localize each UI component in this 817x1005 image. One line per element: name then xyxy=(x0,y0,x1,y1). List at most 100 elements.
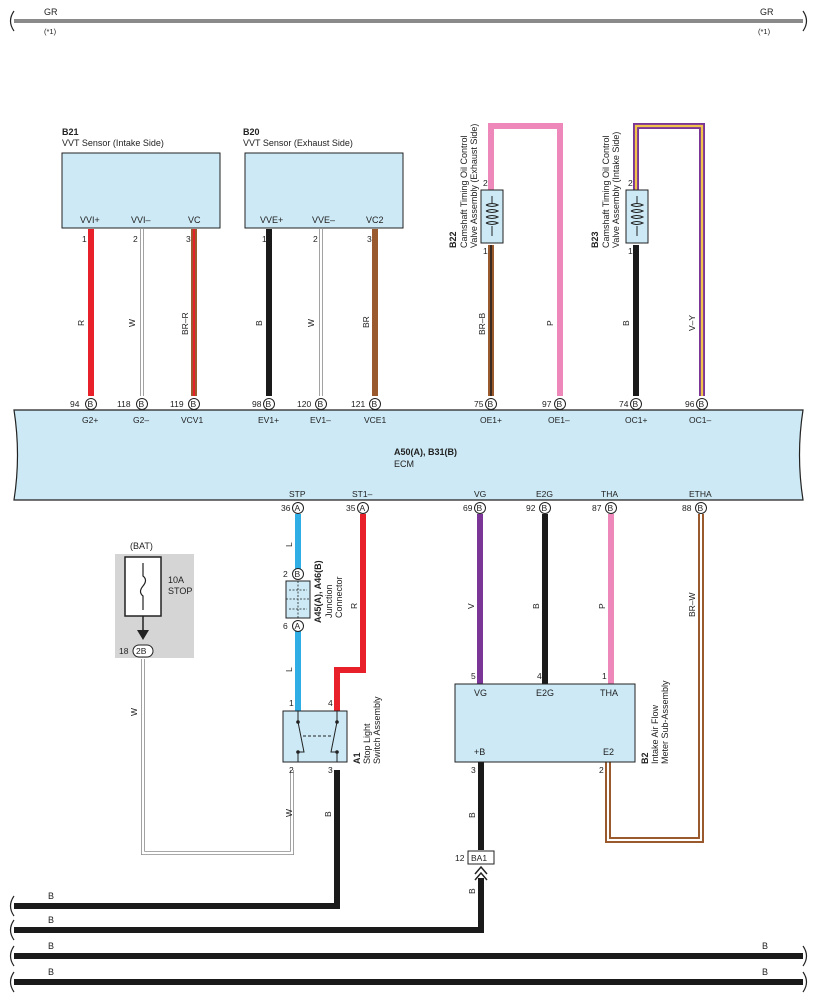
ecm-pin-num: 121 xyxy=(351,399,365,409)
a1-id: A1 xyxy=(352,752,362,764)
lower-wires xyxy=(14,514,704,933)
a1-pin-1: 1 xyxy=(289,698,294,708)
ecm-id: A50(A), B31(B) xyxy=(394,447,457,457)
ecm-pin-num: 97 xyxy=(542,399,552,409)
b2-num-vg: 5 xyxy=(471,671,476,681)
wire-label-b21-2: W xyxy=(127,319,137,327)
ecm-pin-num: 36 xyxy=(281,503,291,513)
jc-id: A45(A), A46(B) xyxy=(313,560,323,623)
b20-pin-vve-minus: VVE– xyxy=(312,215,335,225)
b21-pin-vc: VC xyxy=(188,215,201,225)
wire-label-vg: V xyxy=(466,603,476,609)
wire-label-jc-out: L xyxy=(284,667,294,672)
ecm-pin-num: 74 xyxy=(619,399,629,409)
bus-4-right-label: B xyxy=(762,967,768,977)
fuse-rating: 10A xyxy=(168,575,184,585)
ecm-pin-num: 69 xyxy=(463,503,473,513)
fuse-icon xyxy=(139,563,147,610)
ecm-pin-tha: THA B 87 xyxy=(592,489,618,514)
ecm-pin-ev1-plus: B 98 EV1+ xyxy=(252,398,279,425)
top-bus-left-note: (*1) xyxy=(44,27,57,36)
ecm-pin-conn: B xyxy=(318,399,324,409)
coil-icon xyxy=(630,196,645,236)
a1-stop-light-switch: 1 4 2 3 A1 Stop Light Switch Assembly xyxy=(282,696,382,775)
ecm-pin-num: 92 xyxy=(526,503,536,513)
a1-pin-4: 4 xyxy=(328,698,333,708)
b2-pin-e2: E2 xyxy=(603,747,614,757)
b20-num-2: 2 xyxy=(313,234,318,244)
ecm-pin-label: VG xyxy=(474,489,486,499)
b2-num-e2: 2 xyxy=(599,765,604,775)
ecm-pin-oe1-plus: B 75 OE1+ xyxy=(474,398,502,425)
b2-name-1: Intake Air Flow xyxy=(650,704,660,764)
b20-vvt-sensor-exhaust: B20 VVT Sensor (Exhaust Side) VVE+ VVE– … xyxy=(243,127,404,244)
ecm-pin-oc1-plus: B 74 OC1+ xyxy=(619,398,647,425)
ecm-pin-conn: B xyxy=(699,399,705,409)
b23-num-top: 2 xyxy=(628,178,633,188)
ecm-block: A50(A), B31(B) ECM xyxy=(13,409,804,501)
ecm-pin-conn: B xyxy=(488,399,494,409)
wire-label-e2g: B xyxy=(531,603,541,609)
ecm-pin-conn: B xyxy=(139,399,145,409)
b22-name-1: Camshaft Timing Oil Control xyxy=(459,135,469,248)
ecm-pin-num: 88 xyxy=(682,503,692,513)
bus-1-left-label: B xyxy=(48,891,54,901)
sensor-wires xyxy=(88,123,705,396)
top-bus-right-label: GR xyxy=(760,7,774,17)
ecm-pin-vcv1: B 119 VCV1 xyxy=(170,398,203,425)
top-bus-right-note: (*1) xyxy=(758,27,771,36)
b2-pin-vg: VG xyxy=(474,688,487,698)
ecm-pin-num: 94 xyxy=(70,399,80,409)
b2-pin-e2g: E2G xyxy=(536,688,554,698)
ecm-pin-conn: B xyxy=(266,399,272,409)
jc-name-1: Junction xyxy=(324,584,334,618)
wire-label-b22-1: BR–B xyxy=(477,312,487,335)
ecm-pin-label: ETHA xyxy=(689,489,712,499)
wire-label-stp: L xyxy=(284,542,294,547)
wire-label-b23-2: V–Y xyxy=(687,315,697,331)
stop-fuse: (BAT) 10A STOP 2B 18 xyxy=(115,541,194,658)
wire-label-b2-3: B xyxy=(467,812,477,818)
bus-4-left-label: B xyxy=(48,967,54,977)
ecm-pin-st1-minus: ST1– A 35 xyxy=(346,489,373,514)
ecm-pin-conn: B xyxy=(633,399,639,409)
ecm-pin-vg: VG B 69 xyxy=(463,489,486,514)
switch-icon xyxy=(297,711,338,762)
wire-label-fuse-out: W xyxy=(129,708,139,716)
ecm-pin-conn: B xyxy=(698,503,704,513)
bus-3-right-label: B xyxy=(762,941,768,951)
b20-num-3: 3 xyxy=(367,234,372,244)
ba1-conn: BA1 xyxy=(471,853,487,863)
ecm-pin-oc1-minus: B 96 OC1– xyxy=(685,398,711,425)
ecm-pin-label: STP xyxy=(289,489,306,499)
b21-num-1: 1 xyxy=(82,234,87,244)
b2-num-tha: 1 xyxy=(602,671,607,681)
wire-label-a1-2: W xyxy=(284,809,294,817)
b23-name-1: Camshaft Timing Oil Control xyxy=(601,135,611,248)
b23-num-bot: 1 xyxy=(628,246,633,256)
ecm-pin-num: 119 xyxy=(170,399,184,409)
ecm-pin-etha: ETHA B 88 xyxy=(682,489,712,514)
ecm-pin-conn: B xyxy=(88,399,94,409)
ecm-pin-g2-plus: B 94 G2+ xyxy=(70,398,98,425)
a1-pin-2: 2 xyxy=(289,765,294,775)
b20-id: B20 xyxy=(243,127,260,137)
arrow-down-icon xyxy=(137,630,149,640)
b21-num-2: 2 xyxy=(133,234,138,244)
coil-icon xyxy=(485,196,500,236)
ecm-pin-label: OC1+ xyxy=(625,415,647,425)
wire-label-b21-1: R xyxy=(76,320,86,326)
lower-wire-labels: L R L V B P BR–W W W B B B xyxy=(129,542,697,894)
bus-2-left-label: B xyxy=(48,915,54,925)
ecm-pin-conn: B xyxy=(557,399,563,409)
ecm-pin-num: 118 xyxy=(117,399,131,409)
ecm-name: ECM xyxy=(394,459,414,469)
ecm-pin-num: 75 xyxy=(474,399,484,409)
ecm-pin-label: G2– xyxy=(133,415,149,425)
ecm-pin-stp: STP A 36 xyxy=(281,489,306,514)
ecm-pin-num: 87 xyxy=(592,503,602,513)
chevron-up-icon xyxy=(474,865,488,881)
b2-pin-plus-b: +B xyxy=(474,747,485,757)
b21-pin-vvi-plus: VVI+ xyxy=(80,215,100,225)
junction-connector: B 2 A 6 A45(A), A46(B) Junction Connecto… xyxy=(283,560,344,632)
